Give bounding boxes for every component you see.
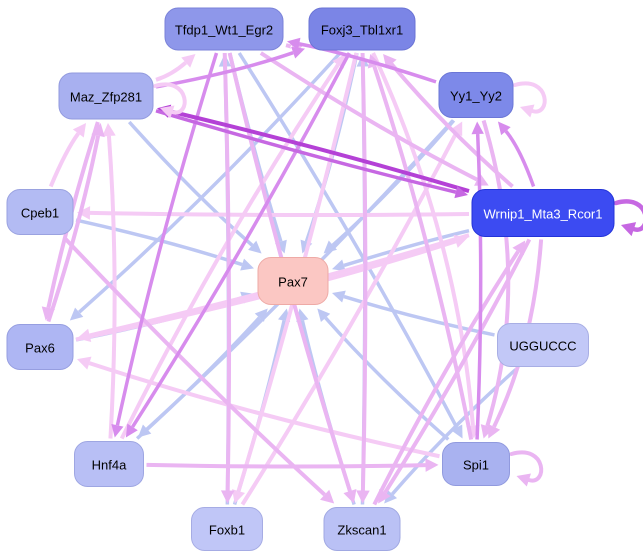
edge-maz-pax7 — [127, 120, 262, 254]
edge-zkscan1-wrnip1 — [372, 240, 526, 506]
node-ugguccc[interactable]: UGGUCCC — [497, 323, 589, 367]
node-label-zkscan1: Zkscan1 — [337, 523, 386, 538]
edge-spi1-yy1 — [471, 121, 484, 440]
edge-hnf4a-spi1 — [146, 458, 439, 472]
edge-cpeb1-maz — [48, 123, 87, 188]
node-label-tfdp1: Tfdp1_Wt1_Egr2 — [175, 23, 273, 38]
node-pax6[interactable]: Pax6 — [6, 324, 74, 370]
edge-wrnip1-yy1 — [497, 121, 536, 188]
edge-tfdp1-spi1 — [237, 52, 463, 439]
node-tfdp1[interactable]: Tfdp1_Wt1_Egr2 — [164, 7, 284, 51]
node-cpeb1[interactable]: Cpeb1 — [6, 189, 74, 235]
edge-yy1-tfdp1 — [287, 37, 437, 84]
node-label-pax6: Pax6 — [25, 341, 55, 356]
edge-hnf4a-foxj3 — [119, 54, 346, 440]
node-maz[interactable]: Maz_Zfp281 — [58, 72, 154, 120]
edge-foxj3-zkscan1 — [356, 52, 370, 504]
node-zkscan1[interactable]: Zkscan1 — [323, 507, 401, 551]
node-label-spi1: Spi1 — [463, 458, 489, 473]
edge-wrnip1-pax7 — [332, 228, 470, 272]
node-label-yy1: Yy1_Yy2 — [450, 89, 502, 104]
node-pax7[interactable]: Pax7 — [257, 257, 329, 305]
edge-maz-maz — [153, 82, 187, 119]
edge-wrnip1-wrnip1 — [613, 199, 643, 237]
node-label-cpeb1: Cpeb1 — [21, 206, 59, 221]
node-spi1[interactable]: Spi1 — [442, 442, 510, 486]
node-label-pax7: Pax7 — [278, 275, 308, 290]
edge-tfdp1-hnf4a — [111, 52, 219, 438]
node-yy1[interactable]: Yy1_Yy2 — [438, 72, 514, 118]
edge-yy1-yy1 — [513, 81, 547, 118]
edge-tfdp1-foxb1 — [220, 52, 235, 504]
node-hnf4a[interactable]: Hnf4a — [74, 441, 144, 487]
node-label-foxb1: Foxb1 — [209, 523, 245, 538]
edge-spi1-spi1 — [509, 450, 544, 487]
node-label-ugguccc: UGGUCCC — [509, 339, 576, 354]
node-label-maz: Maz_Zfp281 — [70, 90, 142, 105]
edge-wrnip1-cpeb1 — [77, 206, 470, 220]
edge-spi1-pax7 — [317, 308, 450, 441]
edge-maz-wrnip1 — [155, 109, 468, 199]
edge-ugguccc-pax7 — [332, 290, 495, 337]
node-foxj3[interactable]: Foxj3_Tbl1xr1 — [308, 7, 416, 51]
node-label-wrnip1: Wrnip1_Mta3_Rcor1 — [484, 207, 603, 222]
node-label-hnf4a: Hnf4a — [92, 458, 127, 473]
node-foxb1[interactable]: Foxb1 — [191, 507, 263, 551]
edge-yy1-spi1 — [480, 119, 511, 439]
edges-layer — [41, 37, 643, 506]
node-wrnip1[interactable]: Wrnip1_Mta3_Rcor1 — [471, 189, 615, 237]
edge-cpeb1-zkscan1 — [62, 236, 335, 504]
edge-hnf4a-maz — [102, 123, 117, 439]
node-label-foxj3: Foxj3_Tbl1xr1 — [321, 23, 403, 38]
edge-foxj3-hnf4a — [125, 52, 351, 438]
edge-maz-foxj3 — [155, 46, 305, 89]
edge-foxb1-yy1 — [240, 121, 463, 506]
edge-maz-tfdp1 — [155, 54, 196, 82]
